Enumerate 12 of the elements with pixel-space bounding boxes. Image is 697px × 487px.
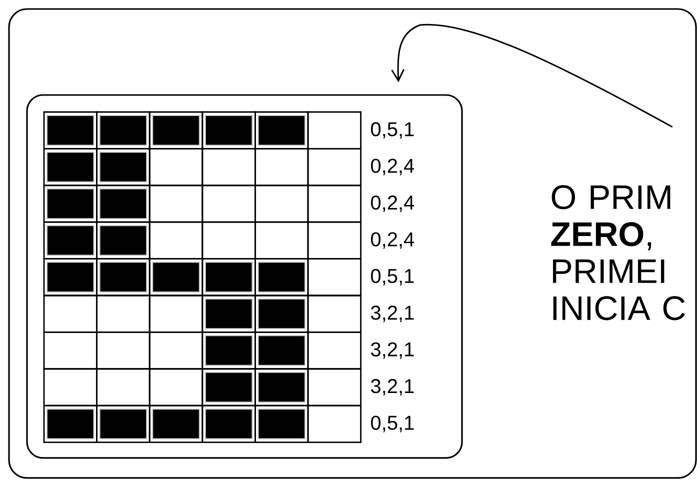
row-code: 0,2,4: [370, 158, 414, 176]
row-code: 0,5,1: [370, 416, 414, 432]
curved-arrow: [391, 24, 673, 128]
caption-text: O PRIM ZERO, PRIMEI INICIA C: [551, 185, 685, 320]
row-code: 3,2,1: [370, 379, 414, 396]
row-code: 0,2,4: [370, 196, 414, 212]
row-code: 0,5,1: [370, 122, 414, 139]
row-code: 0,2,4: [370, 232, 414, 249]
row-code: 3,2,1: [370, 342, 414, 359]
row-code: 0,5,1: [370, 268, 414, 286]
row-code: 3,2,1: [370, 306, 414, 322]
grid-panel: [26, 94, 463, 459]
